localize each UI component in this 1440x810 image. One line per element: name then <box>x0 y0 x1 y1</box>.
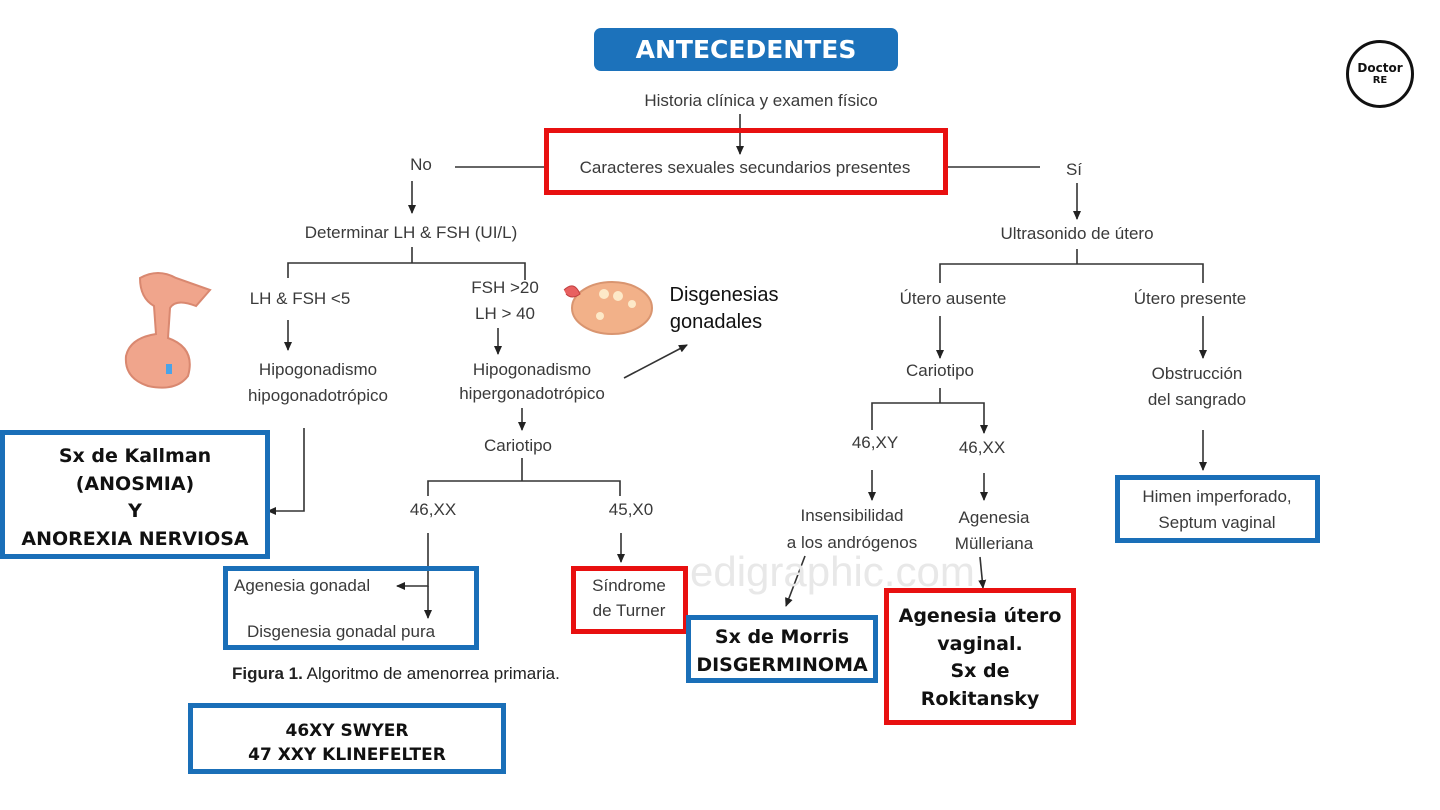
morris-line2: DISGERMINOMA <box>696 653 868 676</box>
bracket-determinar <box>287 247 526 280</box>
node-utero-ausente: Útero ausente <box>899 289 1007 308</box>
node-hipogonadotropico-1: Hipogonadismo <box>258 360 378 379</box>
rokitansky-line1: Agenesia útero <box>898 605 1062 627</box>
node-agenesia-mulleriana-2: Mülleriana <box>954 534 1034 553</box>
kallman-line4: ANOREXIA NERVIOSA <box>21 527 249 550</box>
node-ultrasonido: Ultrasonido de útero <box>1000 224 1154 243</box>
box-rokitansky: Agenesia útero vaginal. Sx de Rokitansky <box>884 588 1076 725</box>
node-hipergonadotropico-2: hipergonadotrópico <box>459 384 605 403</box>
box-agenesia-gonadal <box>223 566 479 650</box>
node-cariotipo-left: Cariotipo <box>483 436 553 455</box>
node-turner-1: Síndrome <box>592 576 666 595</box>
caption-label: Figura 1. <box>232 664 303 683</box>
node-disgenesia-pura: Disgenesia gonadal pura <box>247 622 436 641</box>
node-lh-fsh-low: LH & FSH <5 <box>249 289 351 308</box>
node-no: No <box>410 155 432 174</box>
logo-line2: RE <box>1372 75 1388 87</box>
node-hipergonadotropico-1: Hipogonadismo <box>472 360 592 379</box>
arrow-hipo-kallman <box>267 428 305 515</box>
node-utero-presente: Útero presente <box>1133 289 1247 308</box>
figure-caption: Figura 1. Algoritmo de amenorrea primari… <box>232 664 560 684</box>
title-banner: ANTECEDENTES <box>594 28 898 71</box>
annotation-disgenesias-2: gonadales <box>669 311 763 333</box>
bracket-cariotipo-right <box>871 388 984 433</box>
node-determinar: Determinar LH & FSH (UI/L) <box>304 223 518 242</box>
caption-text: Algoritmo de amenorrea primaria. <box>302 664 560 683</box>
node-hipogonadotropico-2: hipogonadotrópico <box>248 386 388 405</box>
node-si: Sí <box>1065 160 1083 179</box>
box-caracteres <box>544 128 948 195</box>
swyer-line2: 47 XXY KLINEFELTER <box>248 744 446 765</box>
node-historia: Historia clínica y examen físico <box>644 91 878 110</box>
rokitansky-line4: Rokitansky <box>920 687 1040 710</box>
logo-line1: Doctor <box>1357 60 1403 75</box>
box-swyer: 46XY SWYER 47 XXY KLINEFELTER <box>188 703 506 774</box>
pituitary-illustration <box>124 272 212 389</box>
bracket-ultrasonido <box>939 249 1204 283</box>
node-himen-1: Himen imperforado, <box>1142 487 1292 506</box>
node-fsh-high-1: FSH >20 <box>471 278 539 297</box>
arrow-insens-morris <box>785 555 806 607</box>
node-insensibilidad-1: Insensibilidad <box>800 506 904 525</box>
node-46xx-right: 46,XX <box>958 438 1006 457</box>
watermark: edigraphic.com <box>690 548 975 595</box>
arrow-agenesia-rokitansky <box>978 556 987 589</box>
node-turner-2: de Turner <box>592 601 666 620</box>
box-himen <box>1115 475 1320 543</box>
box-morris: Sx de Morris DISGERMINOMA <box>686 615 878 683</box>
bracket-cariotipo-left <box>427 458 621 496</box>
node-himen-2: Septum vaginal <box>1158 513 1276 532</box>
node-46xy: 46,XY <box>851 433 899 452</box>
box-turner <box>571 566 688 634</box>
node-cariotipo-right: Cariotipo <box>905 361 975 380</box>
node-fsh-high-2: LH > 40 <box>474 304 536 323</box>
doctor-re-logo: Doctor RE <box>1346 40 1414 108</box>
kallman-line2: (ANOSMIA) <box>75 472 195 495</box>
rokitansky-line3: Sx de <box>950 660 1010 683</box>
node-obstruccion-1: Obstrucción <box>1151 364 1243 383</box>
node-caracteres: Caracteres sexuales secundarios presente… <box>579 158 911 177</box>
node-45x0: 45,X0 <box>608 500 654 519</box>
rokitansky-line2: vaginal. <box>937 632 1023 655</box>
kallman-line3: Y <box>128 500 142 523</box>
ovary-illustration <box>563 281 653 335</box>
node-insensibilidad-2: a los andrógenos <box>786 533 918 552</box>
morris-line1: Sx de Morris <box>714 626 850 648</box>
swyer-line1: 46XY SWYER <box>285 721 409 741</box>
box-kallman: Sx de Kallman (ANOSMIA) Y ANOREXIA NERVI… <box>0 430 270 559</box>
annotation-disgenesias-1: Disgenesias <box>669 284 779 306</box>
kallman-line1: Sx de Kallman <box>58 445 212 467</box>
node-agenesia-mulleriana-1: Agenesia <box>958 508 1030 527</box>
node-agenesia-gonadal: Agenesia gonadal <box>234 576 371 595</box>
arrow-hiper-disgenesias <box>623 344 688 379</box>
node-46xx-left: 46,XX <box>409 500 457 519</box>
node-obstruccion-2: del sangrado <box>1147 390 1247 409</box>
